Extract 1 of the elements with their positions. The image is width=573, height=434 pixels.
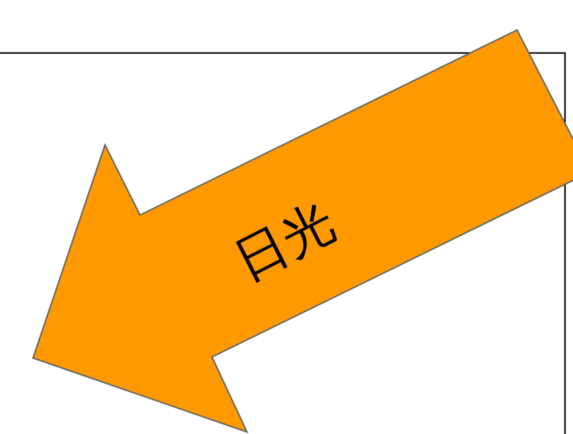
arrow-label: 日光 <box>226 195 344 289</box>
